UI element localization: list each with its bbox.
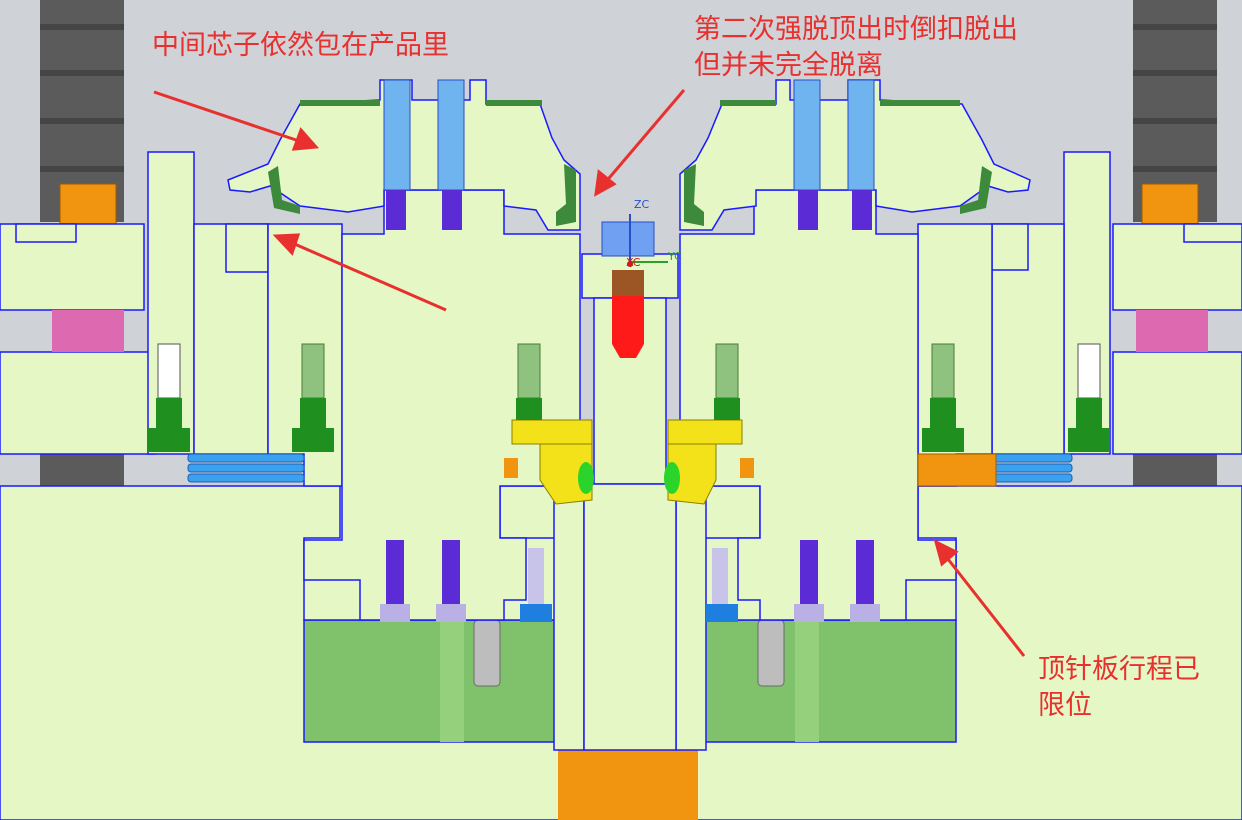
axis-label-xc: XC: [626, 256, 641, 269]
sprue-red: [612, 296, 644, 358]
annotation-second-eject: 第二次强脱顶出时倒扣脱出 但并未完全脱离: [694, 12, 1018, 84]
annotation-ejector-plate-limit-line2: 限位: [1038, 690, 1092, 721]
side-plate-left: [0, 223, 156, 455]
support-pin-left: [473, 619, 501, 687]
ejector-orange-block: [558, 742, 698, 820]
annotation-second-eject-line1: 第二次强脱顶出时倒扣脱出: [694, 14, 1018, 45]
yellow-lifter-left: [511, 419, 594, 505]
support-pin-right: [757, 619, 785, 687]
ejector-plate-rib-left: [440, 620, 464, 742]
bottom-pins: [380, 540, 880, 622]
arrow-core-top: [153, 90, 303, 144]
cap-screws-top: [383, 79, 875, 191]
product-skin: [268, 100, 992, 226]
arrow-plate: [942, 553, 1026, 657]
sprue-bushing-brown: [612, 270, 644, 296]
annotation-second-eject-line2: 但并未完全脱离: [694, 50, 883, 81]
arrow-eject: [602, 89, 686, 185]
guide-bushing-right: [1141, 183, 1199, 229]
annotation-ejector-plate-limit-line1: 顶针板行程已: [1038, 654, 1200, 685]
annotation-core-still-wrapped: 中间芯子依然包在产品里: [152, 30, 449, 61]
small-spring-left: [504, 458, 518, 478]
annotation-ejector-plate-limit: 顶针板行程已 限位: [1038, 652, 1200, 724]
sprue-bushing-top: [601, 221, 655, 257]
axis-label-yc: YC: [667, 250, 682, 263]
purple-pins-top: [386, 190, 872, 230]
green-pins: [148, 343, 1110, 452]
orange-block-right: [917, 453, 997, 487]
pink-sleeve-left: [52, 310, 124, 352]
axis-label-zc: ZC: [634, 198, 650, 211]
side-plate-right: [1112, 223, 1242, 455]
pink-sleeve-right: [1136, 310, 1208, 352]
ejector-plate-rib-right: [795, 620, 819, 742]
arrow-core-side: [289, 240, 447, 312]
coordinate-triad: ZC YC XC: [626, 198, 682, 269]
annotation-arrows: [153, 89, 1026, 657]
spring-left: [187, 453, 305, 483]
yellow-lifter-right: [664, 419, 743, 505]
guide-bushing-left: [59, 183, 117, 229]
small-spring-right: [740, 458, 754, 478]
